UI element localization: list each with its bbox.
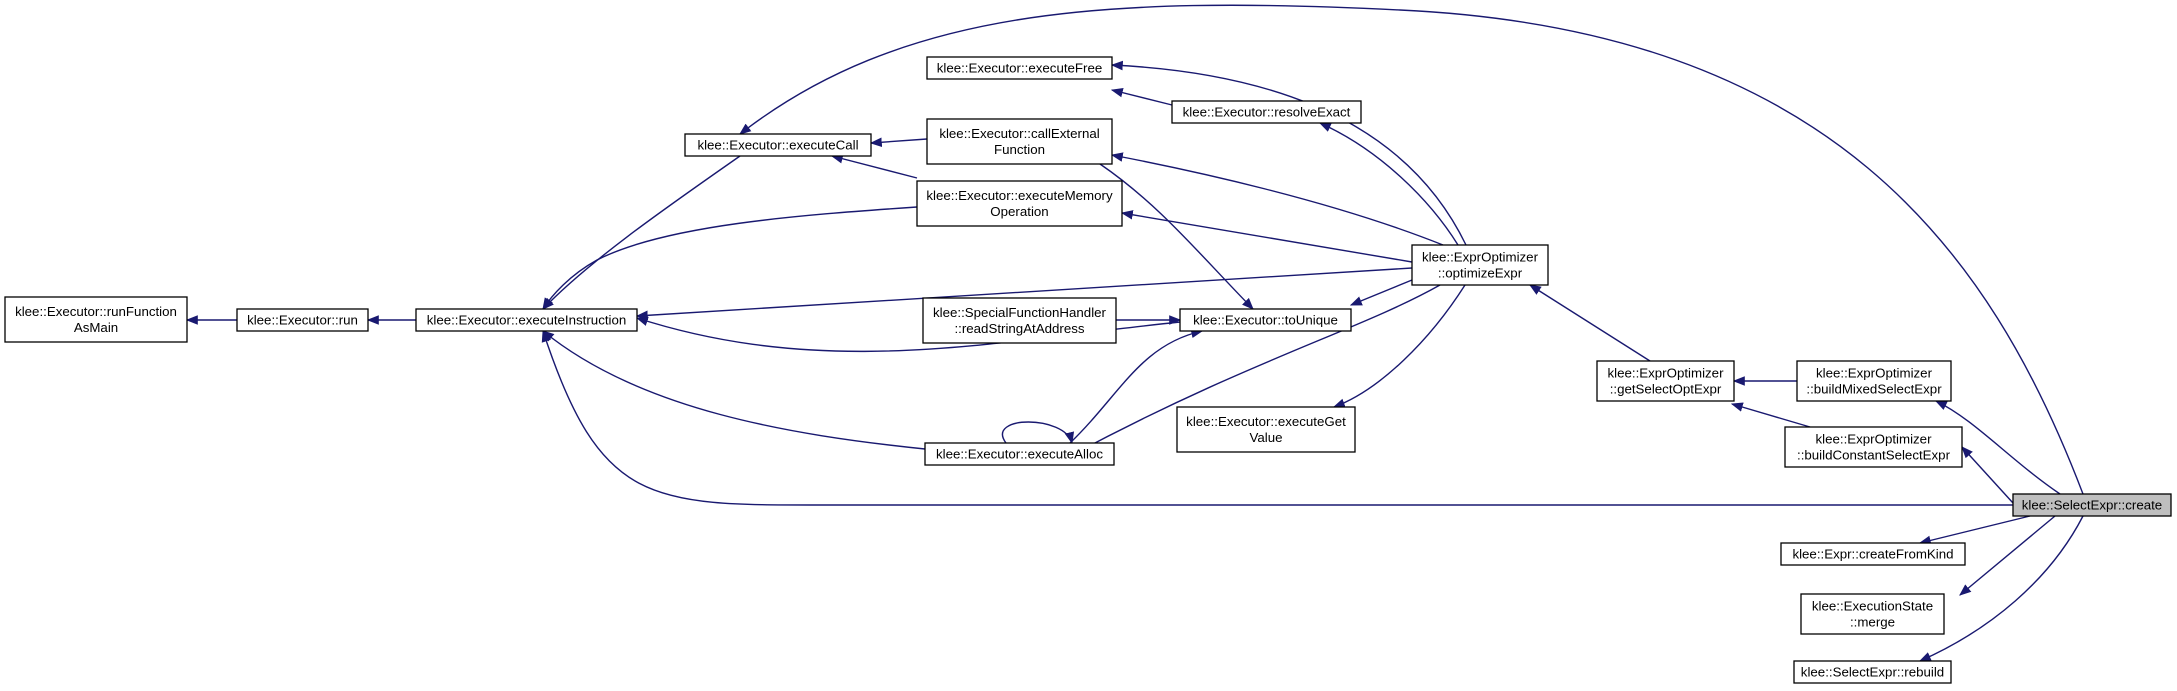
call-edge <box>739 4 2084 495</box>
node-buildMixedSelectExpr[interactable]: klee::ExprOptimizer::buildMixedSelectExp… <box>1796 360 1952 402</box>
node-executeCall[interactable]: klee::Executor::executeCall <box>684 133 872 157</box>
node-box[interactable] <box>926 56 1113 80</box>
node-label: Function <box>994 142 1045 157</box>
call-edge <box>1918 515 2031 546</box>
node-box[interactable] <box>1796 360 1952 402</box>
node-label: klee::Executor::executeAlloc <box>936 447 1103 462</box>
call-edge <box>1070 284 1441 456</box>
node-box[interactable] <box>1411 244 1549 286</box>
node-label: ::optimizeExpr <box>1438 266 1523 281</box>
node-label: ::buildMixedSelectExpr <box>1806 382 1942 397</box>
node-label: ::readStringAtAddress <box>954 321 1084 336</box>
node-label: klee::SpecialFunctionHandler <box>933 305 1107 320</box>
node-label: ::getSelectOptExpr <box>1610 382 1722 397</box>
node-label: klee::Expr::createFromKind <box>1792 547 1953 562</box>
node-box[interactable] <box>924 442 1115 466</box>
node-label: klee::Executor::executeInstruction <box>427 313 627 328</box>
call-edge <box>542 155 741 310</box>
node-label: ::buildConstantSelectExpr <box>1797 448 1951 463</box>
node-merge[interactable]: klee::ExecutionState::merge <box>1800 593 1945 635</box>
call-edge <box>1318 122 1459 246</box>
node-box[interactable] <box>236 308 369 332</box>
node-label: klee::ExprOptimizer <box>1815 432 1932 447</box>
node-box[interactable] <box>1596 360 1735 402</box>
node-label: klee::Executor::executeCall <box>697 138 858 153</box>
node-create[interactable]: klee::SelectExpr::create <box>2012 493 2172 517</box>
node-box[interactable] <box>684 133 872 157</box>
call-edge <box>869 137 928 148</box>
call-edge <box>1730 402 1811 428</box>
call-edge <box>830 154 918 179</box>
node-label: klee::ExprOptimizer <box>1422 250 1539 265</box>
node-box[interactable] <box>1179 308 1352 332</box>
node-box[interactable] <box>1800 593 1945 635</box>
node-toUnique[interactable]: klee::Executor::toUnique <box>1179 308 1352 332</box>
node-box[interactable] <box>1176 406 1356 453</box>
node-label: klee::Executor::executeMemory <box>926 188 1113 203</box>
node-rebuild[interactable]: klee::SelectExpr::rebuild <box>1793 660 1952 684</box>
call-edge <box>1959 515 2056 596</box>
node-box[interactable] <box>4 296 188 343</box>
node-executeFree[interactable]: klee::Executor::executeFree <box>926 56 1113 80</box>
call-edge <box>1349 279 1413 306</box>
node-label: Operation <box>990 204 1048 219</box>
call-edge <box>1528 284 1651 362</box>
node-box[interactable] <box>415 308 638 332</box>
node-getSelectOptExpr[interactable]: klee::ExprOptimizer::getSelectOptExpr <box>1596 360 1735 402</box>
call-edge <box>541 329 2013 506</box>
node-box[interactable] <box>1171 100 1362 124</box>
node-label: klee::Executor::runFunction <box>15 304 177 319</box>
node-box[interactable] <box>1780 542 1966 566</box>
node-label: klee::Executor::run <box>247 313 358 328</box>
node-executeInstruction[interactable]: klee::Executor::executeInstruction <box>415 308 638 332</box>
node-box[interactable] <box>926 118 1113 165</box>
call-edge <box>635 267 1413 321</box>
node-resolveExact[interactable]: klee::Executor::resolveExact <box>1171 100 1362 124</box>
node-box[interactable] <box>916 180 1123 227</box>
call-edge <box>542 206 918 311</box>
node-run[interactable]: klee::Executor::run <box>236 308 369 332</box>
node-label: klee::SelectExpr::rebuild <box>1801 665 1944 680</box>
node-label: klee::Executor::executeGet <box>1186 414 1346 429</box>
node-readStringAtAddress[interactable]: klee::SpecialFunctionHandler::readString… <box>922 297 1117 344</box>
node-label: AsMain <box>74 320 118 335</box>
call-edge <box>1961 446 2014 504</box>
node-label: klee::ExprOptimizer <box>1816 366 1933 381</box>
node-label: klee::Executor::toUnique <box>1193 313 1338 328</box>
node-label: klee::Executor::executeFree <box>937 61 1103 76</box>
node-createFromKind[interactable]: klee::Expr::createFromKind <box>1780 542 1966 566</box>
node-label: klee::SelectExpr::create <box>2022 498 2162 513</box>
node-label: Value <box>1249 430 1282 445</box>
node-box[interactable] <box>1784 426 1963 468</box>
node-label: ::merge <box>1850 615 1895 630</box>
node-label: klee::Executor::callExternal <box>939 126 1099 141</box>
node-box[interactable] <box>2012 493 2172 517</box>
node-box[interactable] <box>1793 660 1952 684</box>
call-edge <box>1110 87 1173 106</box>
call-edge <box>1934 400 2061 495</box>
call-edge <box>1918 515 2084 662</box>
node-optimizeExpr[interactable]: klee::ExprOptimizer::optimizeExpr <box>1411 244 1549 286</box>
call-edge <box>1332 284 1466 408</box>
call-edge <box>1069 328 1204 444</box>
node-label: klee::Executor::resolveExact <box>1183 105 1351 120</box>
call-edge <box>1099 163 1254 310</box>
call-edge <box>1110 152 1444 246</box>
call-edge <box>1120 210 1413 263</box>
node-label: klee::ExprOptimizer <box>1607 366 1724 381</box>
node-executeAlloc[interactable]: klee::Executor::executeAlloc <box>924 442 1115 466</box>
call-edge <box>542 330 926 450</box>
call-edge <box>1002 421 1075 445</box>
node-box[interactable] <box>922 297 1117 344</box>
node-label: klee::ExecutionState <box>1812 599 1933 614</box>
node-buildConstantSelectExpr[interactable]: klee::ExprOptimizer::buildConstantSelect… <box>1784 426 1963 468</box>
